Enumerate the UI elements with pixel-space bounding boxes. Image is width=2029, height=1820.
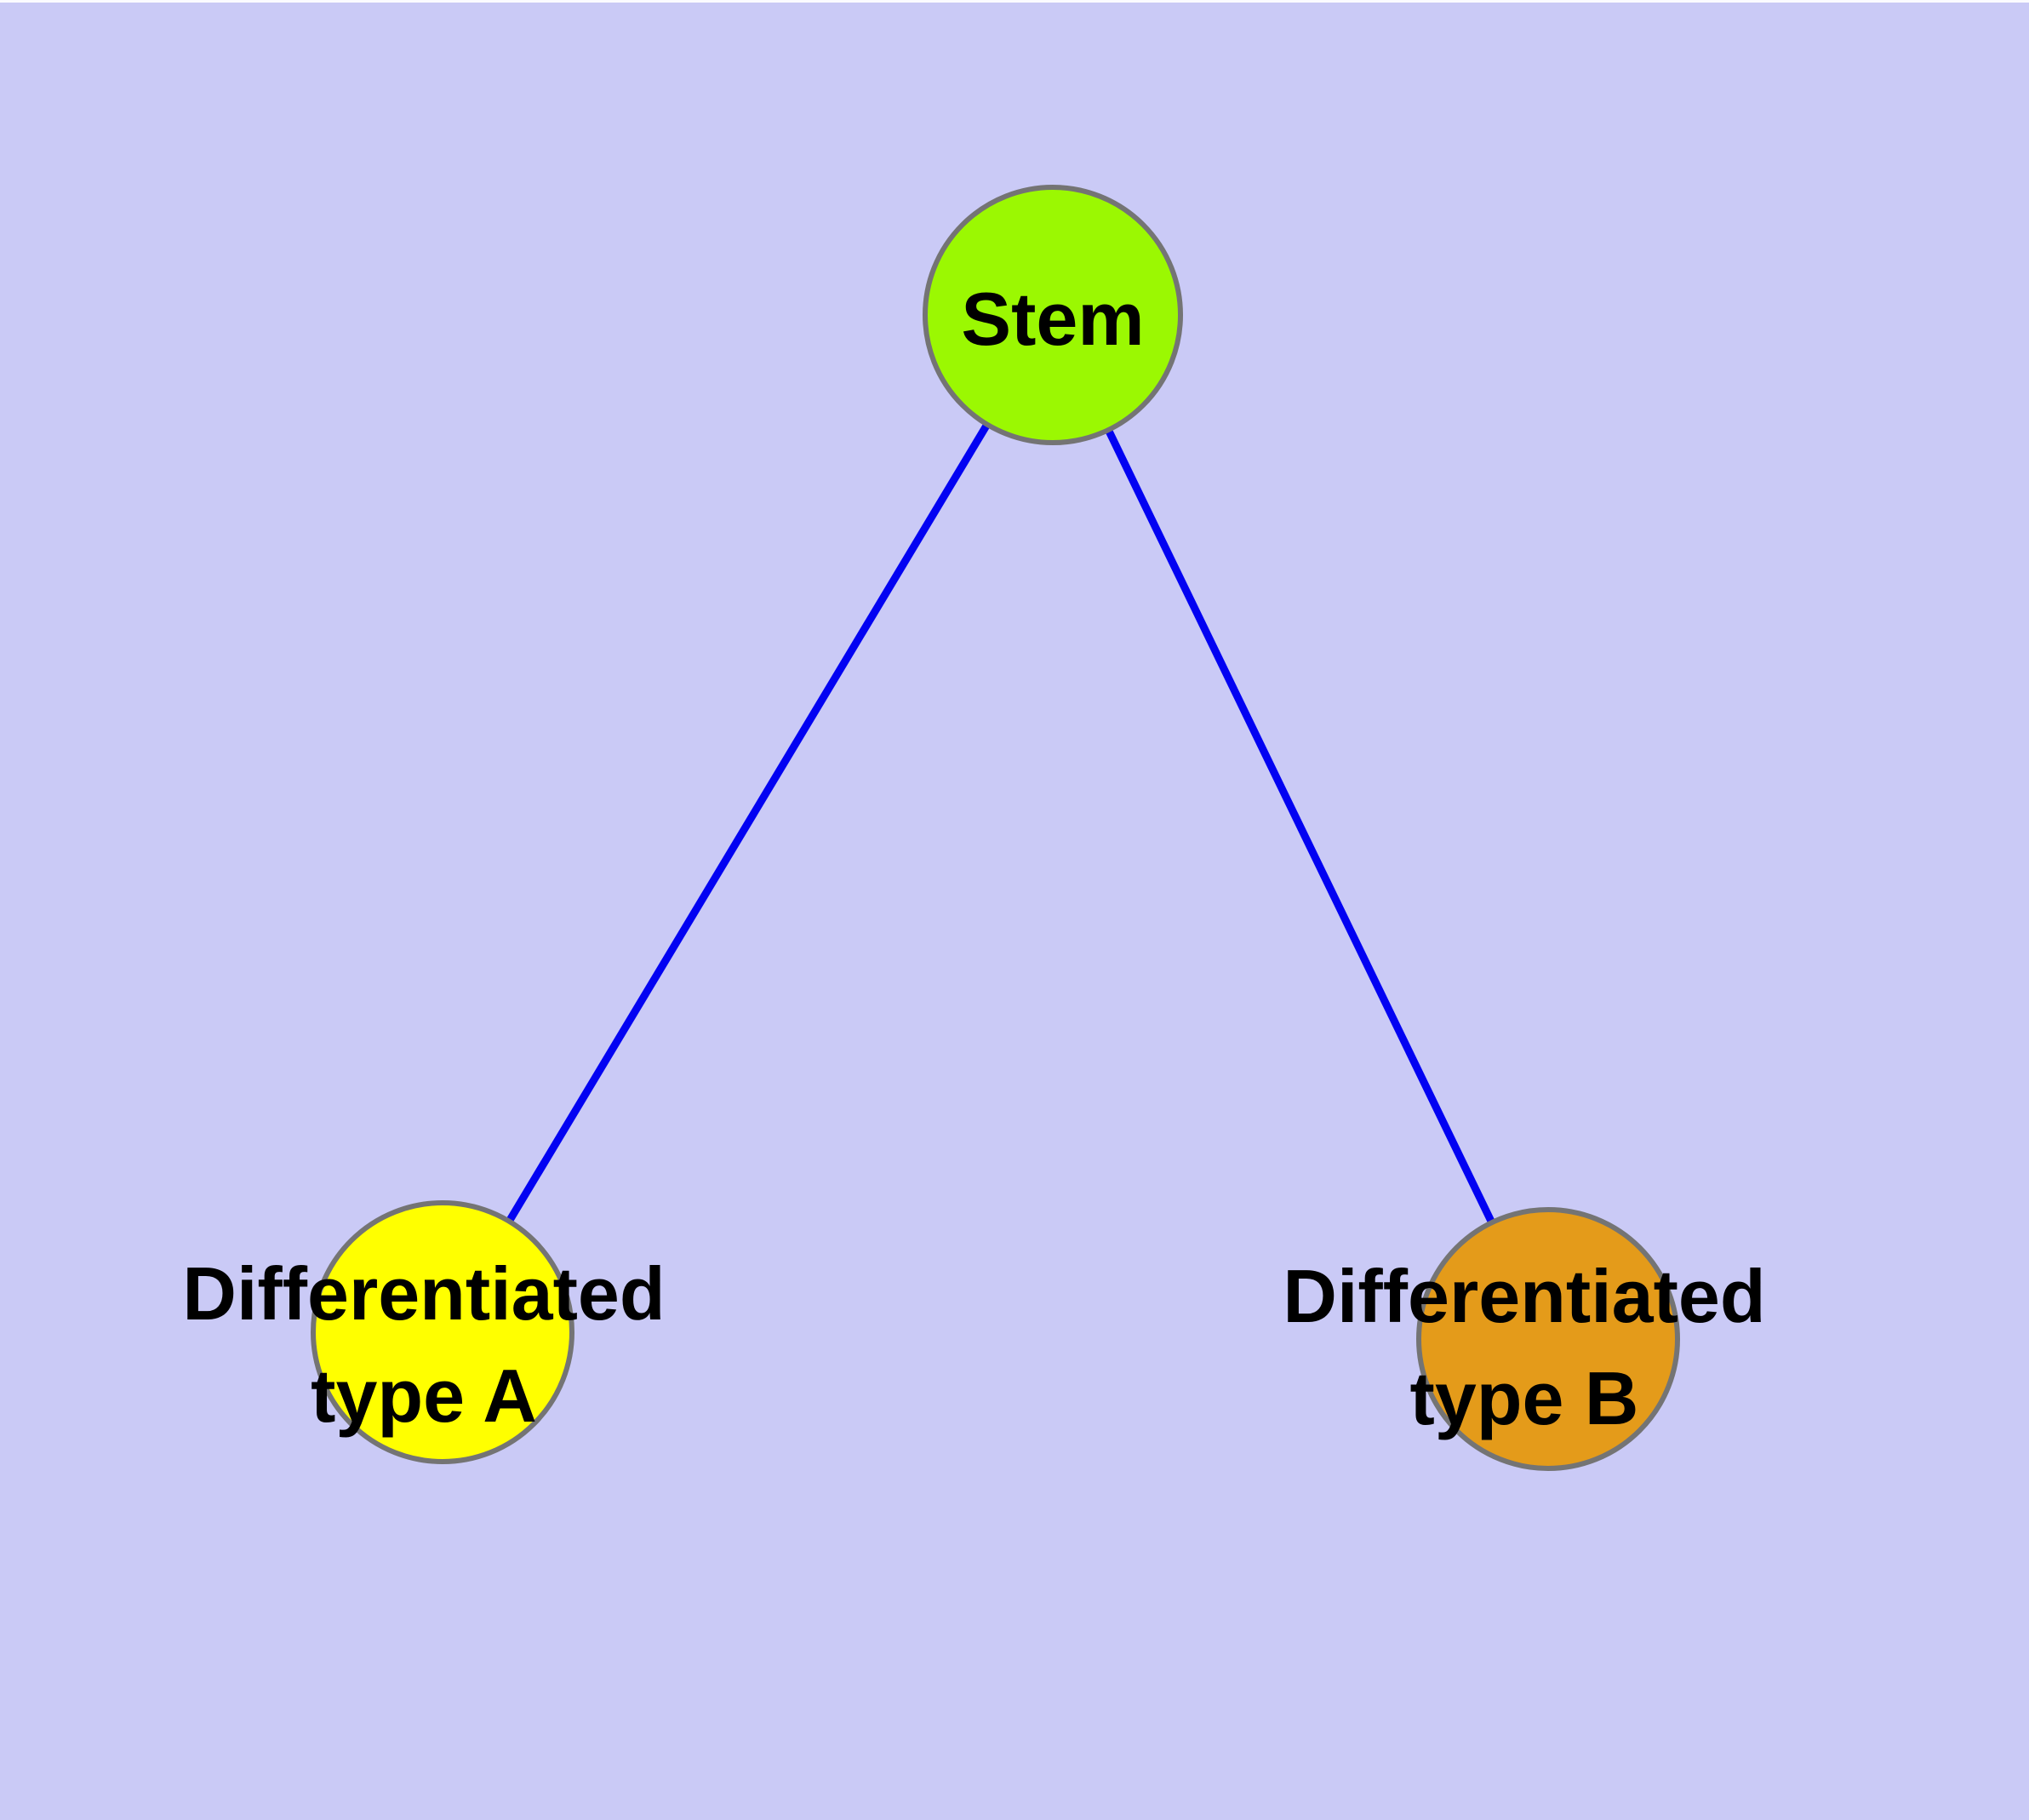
nodes-layer [311,185,1680,1471]
edges-layer [439,312,1552,1341]
edge-stem-to-differentiated-type-a [439,312,1056,1335]
top-edge-artifact [0,0,2029,3]
node-differentiated-type-b [1416,1207,1680,1471]
edge-stem-to-differentiated-type-b [1049,313,1552,1341]
node-stem [923,185,1183,445]
node-differentiated-type-a [311,1200,574,1464]
